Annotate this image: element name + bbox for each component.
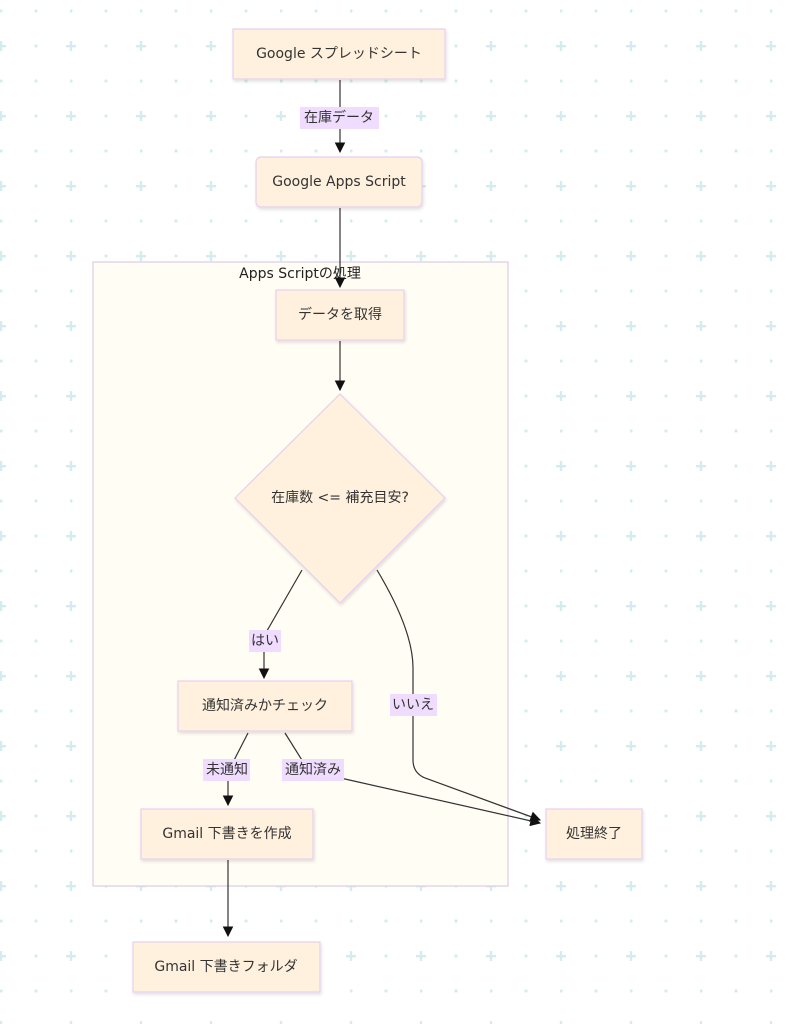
node-label: データを取得 [298, 306, 382, 323]
node-fetch-data[interactable]: データを取得 [275, 289, 405, 341]
edge-label-text: はい [251, 633, 279, 649]
edge-label-text: 在庫データ [304, 109, 374, 126]
edge-label-text: 未通知 [206, 761, 248, 778]
node-stock-decision[interactable]: 在庫数 <= 補充目安? [234, 393, 446, 604]
node-label: 処理終了 [566, 826, 622, 842]
node-process-end[interactable]: 処理終了 [545, 808, 643, 860]
edge-label-not-notified: 未通知 [203, 759, 250, 781]
edge-label-text: いいえ [392, 697, 434, 713]
edge-label-no: いいえ [390, 694, 437, 716]
node-google-apps-script[interactable]: Google Apps Script [255, 156, 423, 208]
node-google-spreadsheet[interactable]: Google スプレッドシート [232, 28, 446, 80]
node-label: 通知済みかチェック [202, 697, 328, 714]
node-label: 在庫数 <= 補充目安? [271, 489, 409, 506]
node-label: Google スプレッドシート [256, 46, 422, 62]
node-gmail-drafts-folder[interactable]: Gmail 下書きフォルダ [132, 941, 321, 993]
edge-label-text: 通知済み [285, 761, 341, 778]
cluster-title: Apps Scriptの処理 [239, 266, 361, 282]
edge-label-yes: はい [249, 630, 281, 652]
node-check-notified[interactable]: 通知済みかチェック [177, 680, 353, 732]
edge-decision-to-end[interactable] [376, 569, 542, 822]
cluster-box [92, 261, 509, 887]
cluster-apps-script-processing: Apps Scriptの処理 [92, 261, 509, 887]
node-label: Gmail 下書きフォルダ [154, 959, 297, 975]
node-label: Gmail 下書きを作成 [162, 826, 291, 842]
edge-label-zaiko-data: 在庫データ [300, 107, 379, 129]
node-create-gmail-draft[interactable]: Gmail 下書きを作成 [140, 808, 314, 860]
edge-label-notified: 通知済み [282, 759, 344, 781]
node-label: Google Apps Script [272, 174, 406, 190]
